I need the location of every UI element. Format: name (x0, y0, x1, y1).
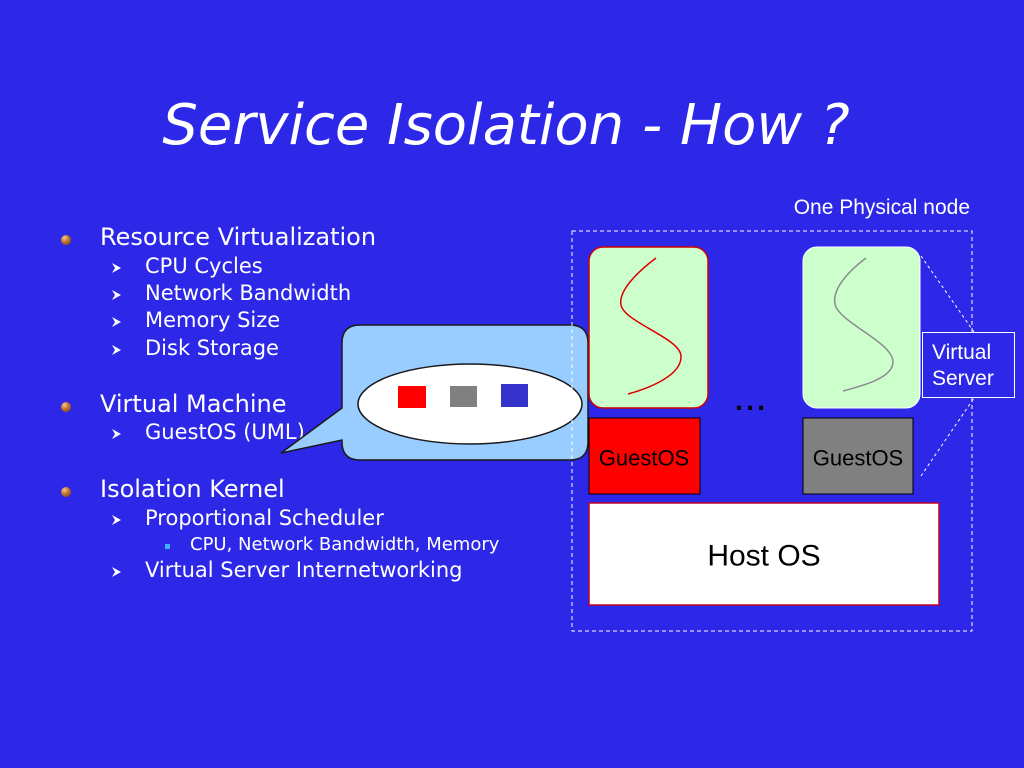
ellipsis-text: ... (733, 375, 766, 419)
sub-bullet-cpu-cycles: CPU Cycles (145, 254, 263, 278)
arrow-bullet-icon (112, 515, 121, 525)
sub-bullet-memory-size: Memory Size (145, 308, 281, 332)
physical-node-label: One Physical node (793, 196, 970, 219)
host-os-box (588, 502, 940, 606)
sub-bullet-disk-storage: Disk Storage (145, 336, 279, 360)
virtual-server-label: Virtual Server (922, 332, 1015, 398)
guestos-label-left: GuestOS (599, 446, 689, 471)
sphere-bullet-icon (61, 402, 71, 412)
virtual-server-connector-top (920, 255, 975, 333)
bullet-virtual-machine: Virtual Machine (100, 390, 287, 418)
sub-bullet-virtual-server-internetworking: Virtual Server Internetworking (145, 558, 463, 582)
red-square (398, 386, 426, 408)
bullet-resource-virtualization: Resource Virtualization (100, 223, 377, 251)
guestos-label-right: GuestOS (813, 446, 903, 471)
host-os-label: Host OS (707, 540, 820, 573)
arrow-bullet-icon (112, 567, 121, 577)
arrow-bullet-icon (112, 263, 121, 273)
square-bullet-icon (165, 544, 170, 549)
guestos-box-left (588, 417, 701, 495)
process-wave-left (620, 257, 682, 395)
guestos-box-right (802, 417, 914, 495)
callout (280, 324, 589, 461)
sphere-bullet-icon (61, 487, 71, 497)
arrow-bullet-icon (112, 429, 121, 439)
gray-square (450, 386, 477, 407)
sub-sub-bullet-cpu-network-memory: CPU, Network Bandwidth, Memory (190, 534, 500, 555)
arrow-bullet-icon (112, 317, 121, 327)
sub-bullet-network-bandwidth: Network Bandwidth (145, 281, 352, 305)
virtual-server-connector-bottom (920, 397, 975, 477)
process-wave-right (834, 257, 894, 392)
sub-bullet-proportional-scheduler: Proportional Scheduler (145, 506, 384, 530)
process-box-right (802, 246, 921, 409)
arrow-bullet-icon (112, 345, 121, 355)
sub-bullet-guestos-uml: GuestOS (UML) (145, 420, 305, 444)
sphere-bullet-icon (61, 235, 71, 245)
blue-square (501, 384, 528, 407)
slide-title: Service Isolation - How ? (162, 93, 850, 158)
bullet-isolation-kernel: Isolation Kernel (100, 475, 285, 503)
arrow-bullet-icon (112, 290, 121, 300)
physical-node-boundary (571, 230, 973, 632)
